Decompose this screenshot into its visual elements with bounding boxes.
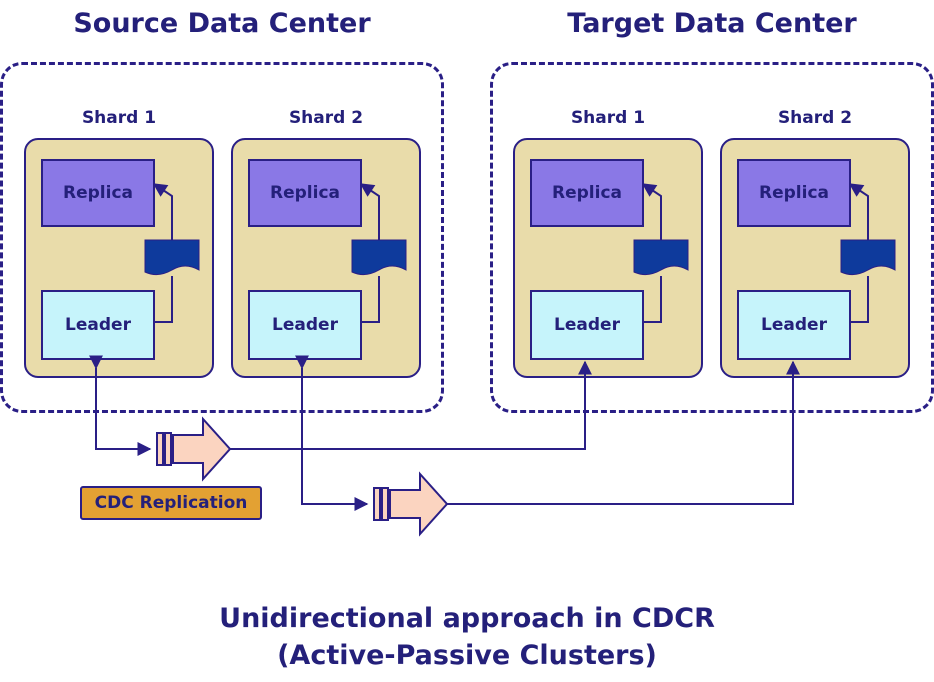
shard-internal-flows xyxy=(153,184,869,323)
source-shard-2-label: Shard 2 xyxy=(288,108,364,128)
target-shard-2-replica: Replica xyxy=(737,159,851,227)
document-icons xyxy=(144,239,896,276)
block-arrow-icon xyxy=(156,416,232,482)
document-icon xyxy=(144,239,200,276)
document-icon xyxy=(840,239,896,276)
target-shard-1: Replica Leader xyxy=(513,138,703,378)
document-icon xyxy=(633,239,689,276)
flow-target-shard-2 xyxy=(849,184,869,323)
source-shard-2-leader: Leader xyxy=(248,290,362,360)
caption-line-1: Unidirectional approach in CDCR xyxy=(219,603,715,634)
source-dc-boundary xyxy=(0,62,444,413)
document-icon xyxy=(351,239,407,276)
source-shard-2-replica: Replica xyxy=(248,159,362,227)
block-arrow-icon xyxy=(373,471,449,537)
target-shard-1-leader: Leader xyxy=(530,290,644,360)
target-dc-boundary xyxy=(490,62,934,413)
flow-source-shard-2 xyxy=(360,184,380,323)
flow-source-shard-1 xyxy=(153,184,173,323)
flow-target-shard-1 xyxy=(642,184,662,323)
target-shard-1-label: Shard 1 xyxy=(570,108,646,128)
caption-line-2: (Active-Passive Clusters) xyxy=(277,640,657,671)
source-dc-title: Source Data Center xyxy=(73,8,371,39)
target-shard-1-replica: Replica xyxy=(530,159,644,227)
target-shard-2-label: Shard 2 xyxy=(777,108,853,128)
source-shard-1-label: Shard 1 xyxy=(81,108,157,128)
cdc-replication-label: CDC Replication xyxy=(80,486,262,520)
cdc-path-shard-2 xyxy=(295,355,800,511)
target-dc-title: Target Data Center xyxy=(567,8,857,39)
target-shard-2-leader: Leader xyxy=(737,290,851,360)
